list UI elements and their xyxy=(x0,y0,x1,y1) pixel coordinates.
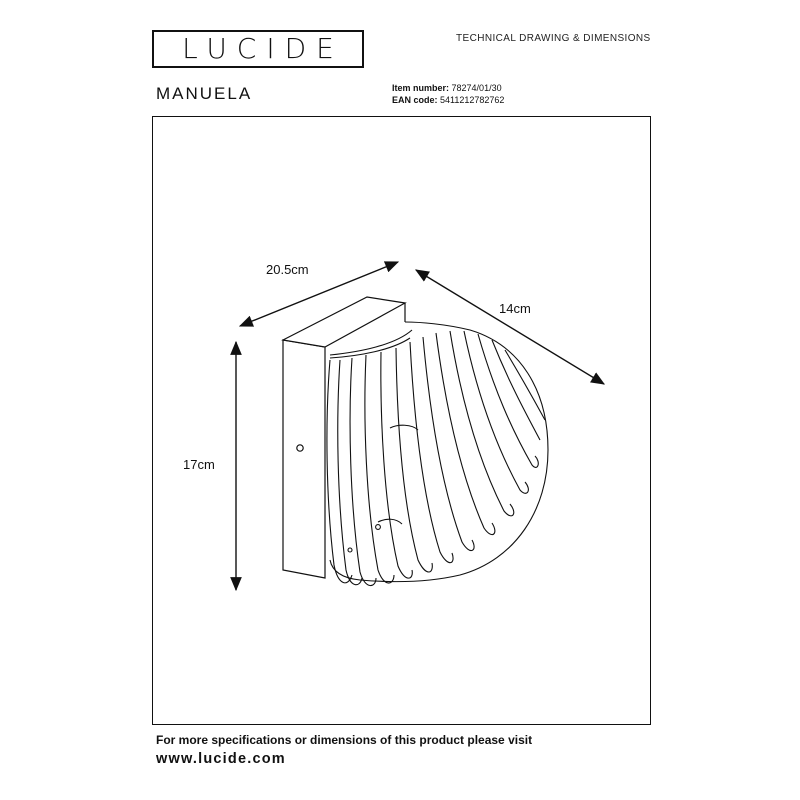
brand-logo: LUCIDE xyxy=(152,30,364,68)
lamp-shade xyxy=(326,321,549,587)
drawing-frame xyxy=(152,116,651,725)
product-name: MANUELA xyxy=(156,84,253,103)
item-number-value: 78274/01/30 xyxy=(451,83,502,93)
footer-website-link[interactable]: www.lucide.com xyxy=(156,751,286,767)
depth-dimension-line xyxy=(415,269,605,385)
brand-logo-text: LUCIDE xyxy=(182,32,344,65)
ean-label: EAN code: xyxy=(392,95,438,105)
width-dimension-line xyxy=(238,261,400,327)
ean-value: 5411212782762 xyxy=(440,95,505,105)
wall-plate xyxy=(281,296,407,579)
depth-dimension-label: 14cm xyxy=(499,301,531,316)
product-meta: Item number: 78274/01/30 EAN code: 54112… xyxy=(392,82,504,106)
width-dimension-label: 20.5cm xyxy=(266,262,309,277)
item-number-label: Item number: xyxy=(392,83,450,93)
ean-row: EAN code: 5411212782762 xyxy=(392,94,504,106)
document-type: TECHNICAL DRAWING & DIMENSIONS xyxy=(456,33,651,44)
footer-note: For more specifications or dimensions of… xyxy=(156,733,533,747)
item-number-row: Item number: 78274/01/30 xyxy=(392,82,504,94)
height-dimension-label: 17cm xyxy=(183,457,215,472)
